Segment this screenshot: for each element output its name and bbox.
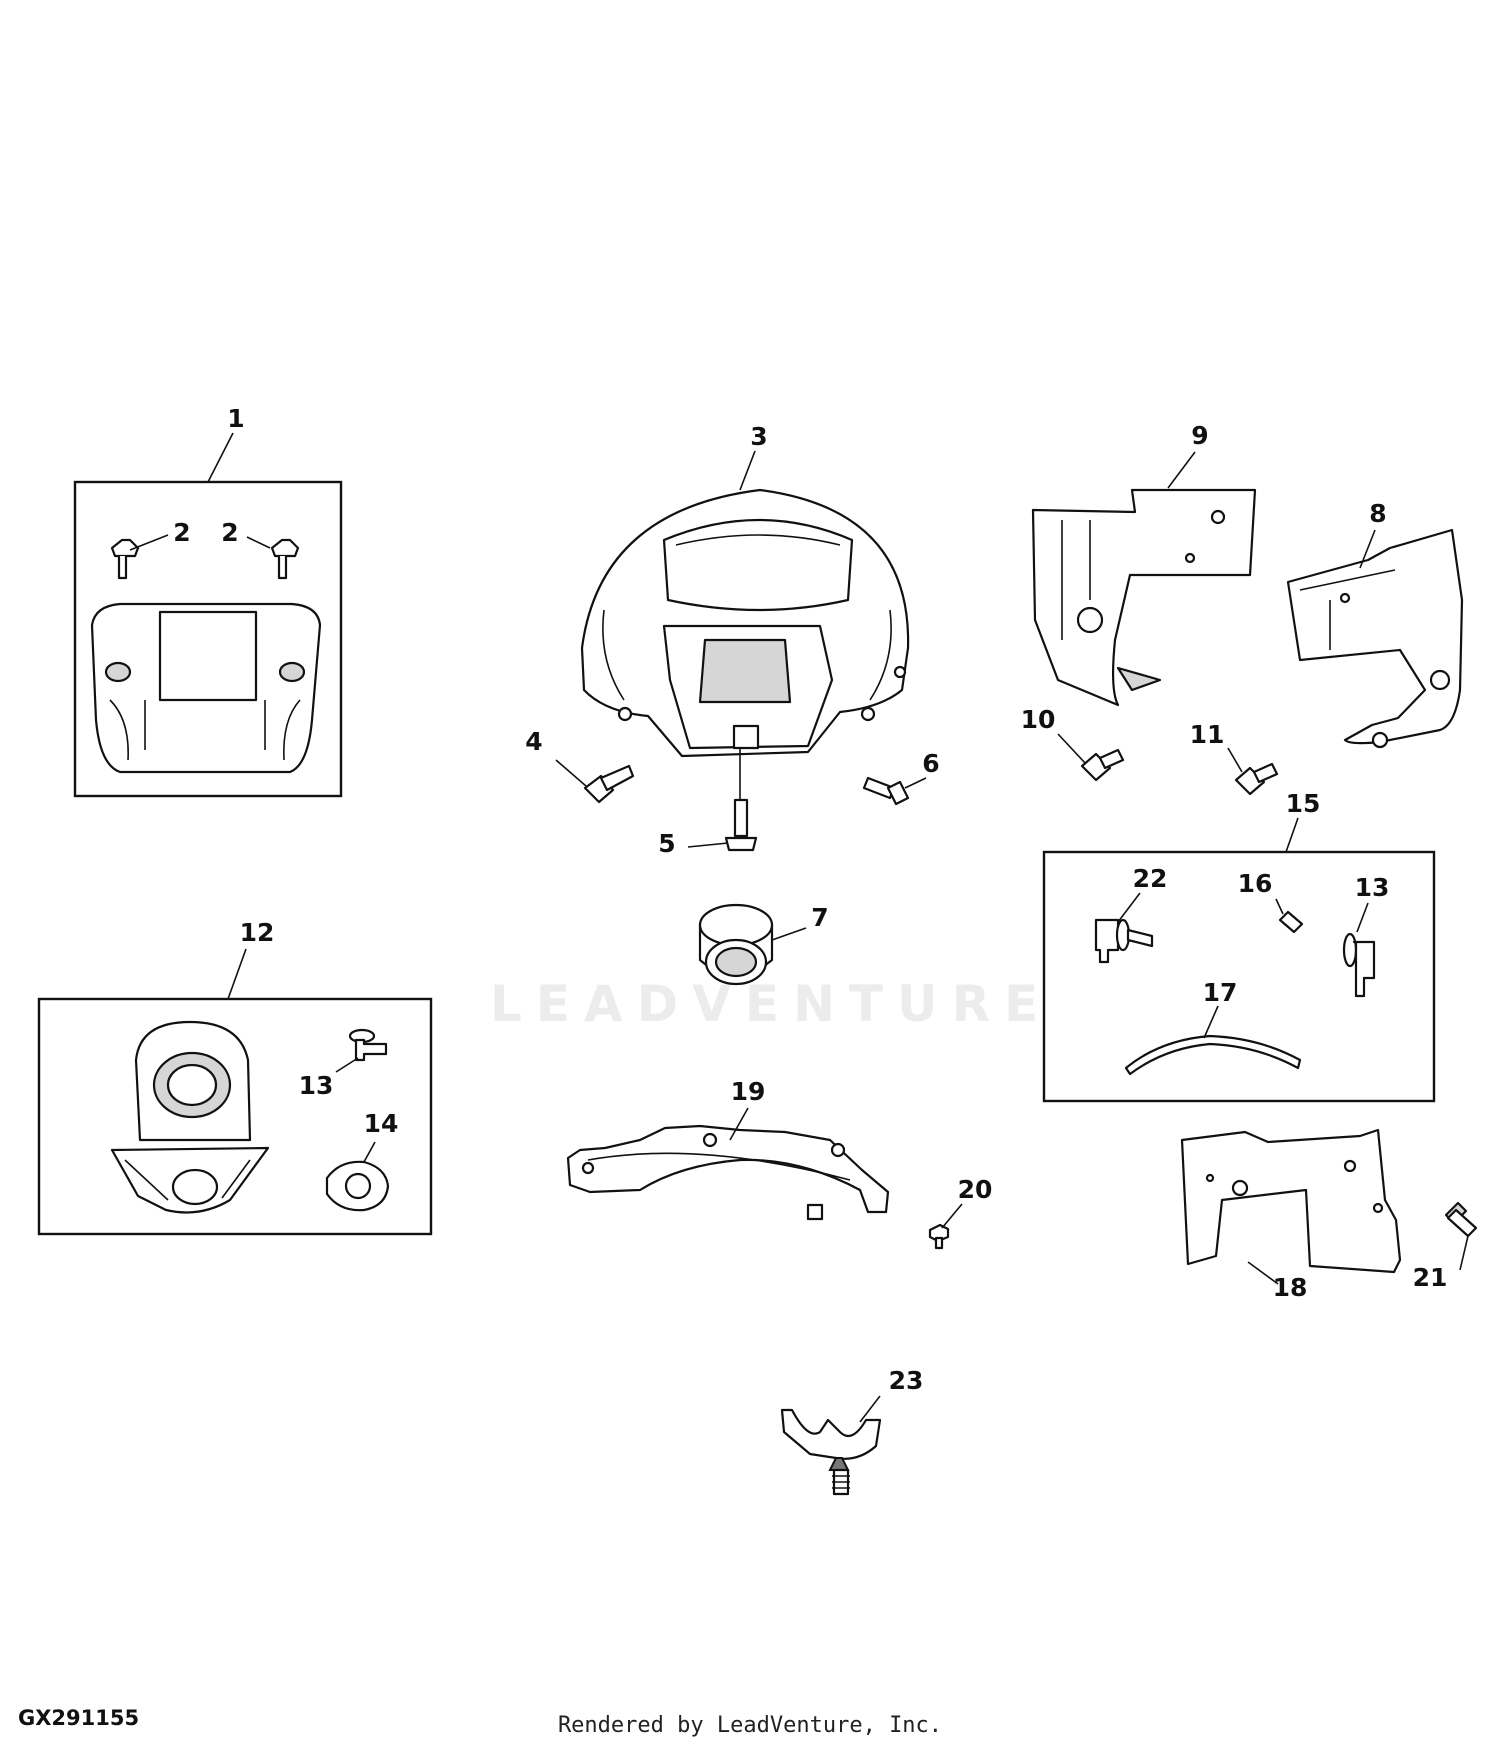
callout-11: 11 [1190,720,1225,749]
callout-20: 20 [958,1175,993,1204]
part-6-screw [862,776,927,806]
part-21-screw [1444,1201,1478,1271]
callout-2-left: 2 [173,518,190,547]
callout-7: 7 [811,903,828,932]
part-16-plug [1275,898,1304,934]
callout-9: 9 [1191,421,1208,450]
kit-box-12 [37,948,433,1236]
callout-17: 17 [1203,978,1238,1007]
part-4-screw [555,759,635,804]
callout-14: 14 [364,1109,399,1138]
kit-box-15 [1042,817,1436,1103]
part-12-air-cleaner-base [110,1020,270,1214]
callout-2-right: 2 [221,518,238,547]
callout-1: 1 [227,404,244,433]
part-11-screw [1227,747,1279,796]
part-10-screw [1057,733,1125,782]
part-19-baffle [566,1107,890,1221]
part-5-screw [687,798,758,852]
part-8-shield [1286,528,1464,749]
callout-15: 15 [1286,789,1321,818]
callout-22: 22 [1133,864,1168,893]
part-2-screw-right [246,536,300,580]
part-14-gasket [325,1141,390,1212]
watermark: LEADVENTURE [490,975,1053,1033]
part-13-elbow-fitting-kit [1342,902,1376,998]
callout-13-kit: 13 [1355,873,1390,902]
part-23-clamp [780,1395,882,1496]
callout-8: 8 [1369,499,1386,528]
callout-3: 3 [750,422,767,451]
callout-16: 16 [1238,869,1273,898]
callout-10: 10 [1021,705,1056,734]
callout-18: 18 [1273,1273,1308,1302]
part-9-shield [1031,451,1257,707]
callout-12: 12 [240,918,275,947]
part-7-sleeve [698,903,807,986]
part-22-elbow-fitting [1094,892,1154,964]
part-13-elbow-fitting [335,1028,388,1073]
part-3-blower-housing [580,450,910,800]
callout-21: 21 [1413,1263,1448,1292]
callout-4: 4 [525,727,542,756]
callout-19: 19 [731,1077,766,1106]
callout-6: 6 [922,749,939,778]
kit-box-1 [73,432,343,798]
part-2-screw-left [110,534,169,580]
part-18-plate [1180,1128,1402,1285]
callout-5: 5 [658,829,675,858]
part-20-screw [928,1203,963,1250]
part-17-hose [1124,1005,1302,1076]
render-credit: Rendered by LeadVenture, Inc. [557,1713,943,1738]
part-1-top-cover [90,602,322,774]
callout-13-air-cleaner: 13 [299,1071,334,1100]
figure-id: GX291155 [18,1706,140,1730]
callout-23: 23 [889,1366,924,1395]
